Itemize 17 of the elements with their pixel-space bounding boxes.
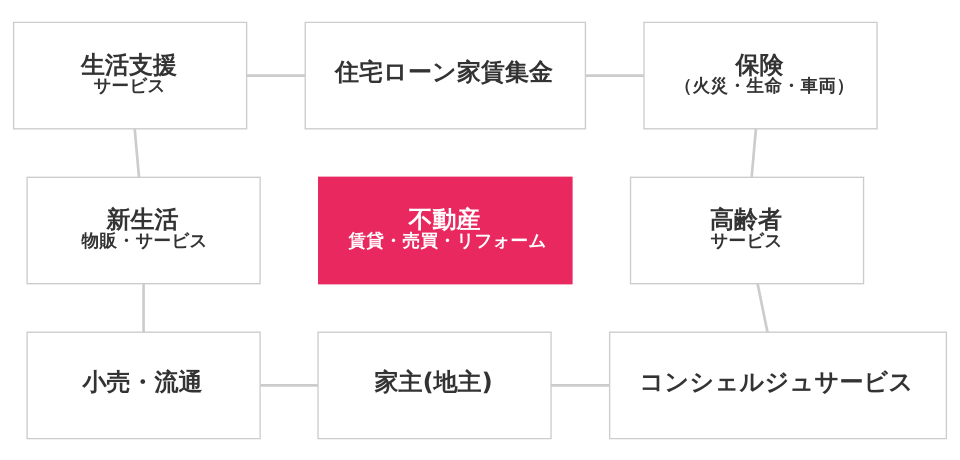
node-box: 保険 （火災・生命・車両） bbox=[643, 21, 878, 129]
node-box: 小売・流通 bbox=[26, 331, 261, 439]
connector bbox=[133, 128, 140, 177]
node-box: 家主(地主) bbox=[317, 331, 552, 439]
node-box: 不動産 賃貸・売買・リフォーム bbox=[318, 176, 573, 284]
node-box: 高齢者 サービス bbox=[630, 176, 864, 284]
node-box: 住宅ローン家賃集金 bbox=[304, 21, 586, 129]
connector bbox=[756, 283, 769, 332]
connector bbox=[142, 283, 145, 332]
connector bbox=[247, 74, 306, 76]
connector bbox=[750, 128, 758, 177]
connector bbox=[260, 384, 318, 386]
connector bbox=[551, 384, 610, 386]
node-box: 新生活 物販・サービス bbox=[26, 176, 261, 284]
connector bbox=[586, 74, 644, 76]
node-box: コンシェルジュサービス bbox=[608, 331, 948, 439]
node-box: 生活支援 サービス bbox=[12, 21, 248, 129]
